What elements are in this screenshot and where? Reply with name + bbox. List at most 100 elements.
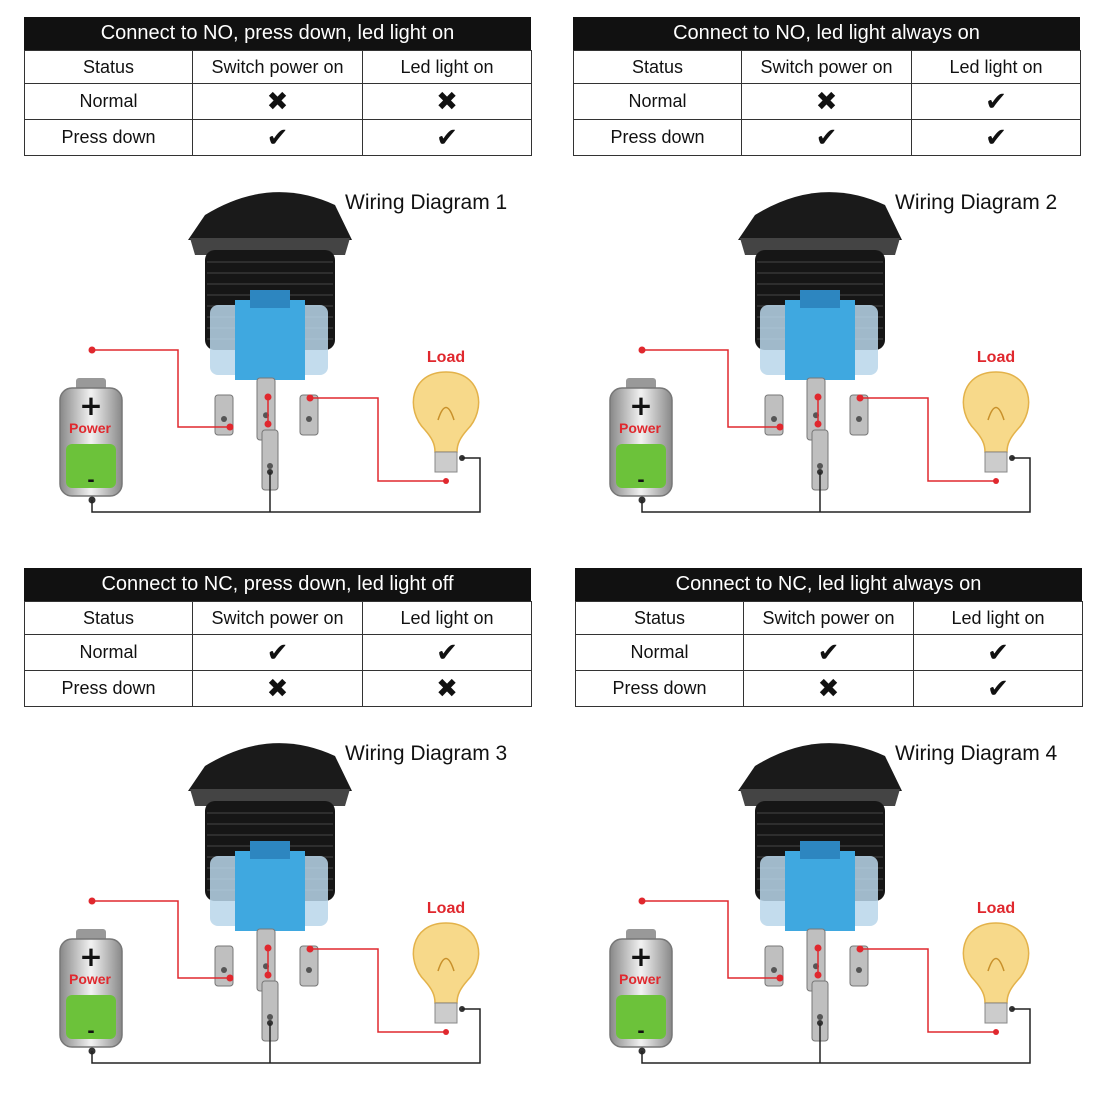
diagram-scene [59, 743, 481, 1064]
cross-icon: ✖ [436, 86, 458, 117]
battery-minus-icon: - [87, 470, 94, 491]
battery-charge [616, 444, 666, 488]
header-status: Status [24, 601, 193, 635]
bulb-filament [437, 406, 455, 421]
cross-icon: ✖ [817, 673, 840, 704]
header-switch-power: Switch power on [192, 601, 363, 635]
row-label: Press down [573, 119, 742, 156]
bulb-filament [987, 406, 1005, 421]
check-icon: ✔ [266, 122, 289, 153]
switch-contact-block [785, 851, 855, 931]
diagram-title: Wiring Diagram 2 [895, 191, 1058, 214]
red-wire [92, 900, 230, 979]
wiring-diagram: Power Load + - [59, 743, 481, 1064]
cross-icon: ✖ [436, 673, 458, 704]
load-label: Load [427, 349, 465, 366]
bulb-glass [962, 922, 1030, 1004]
row-label: Normal [24, 634, 193, 671]
red-wire [310, 948, 446, 1033]
row-label: Press down [575, 670, 744, 707]
load-label: Load [977, 900, 1015, 917]
battery-charge [66, 444, 116, 488]
switch-bezel [188, 743, 352, 791]
red-wire [92, 349, 230, 428]
power-label: Power [69, 971, 112, 987]
battery-cap [626, 378, 656, 390]
row-label: Normal [24, 83, 193, 120]
status-table: Status Switch power on Led light on Norm… [575, 601, 1083, 707]
check-icon: ✔ [436, 637, 458, 668]
switch-contact-block [785, 300, 855, 380]
black-wire [641, 457, 1031, 513]
header-switch-power: Switch power on [743, 601, 914, 635]
bulb-glass [962, 371, 1030, 453]
bulb-base [434, 1002, 458, 1024]
check-icon: ✔ [436, 122, 458, 153]
battery-cap [626, 929, 656, 941]
bulb-glass [412, 371, 480, 453]
switch-bezel [738, 743, 902, 791]
power-label: Power [619, 971, 662, 987]
header-led-light: Led light on [911, 50, 1081, 84]
power-label: Power [619, 420, 662, 436]
battery-plus-icon: + [79, 940, 102, 973]
check-icon: ✔ [985, 86, 1007, 117]
diagram-title: Wiring Diagram 3 [345, 742, 508, 765]
cross-icon: ✖ [266, 86, 289, 117]
red-wire [642, 900, 780, 979]
black-wire [91, 1008, 481, 1064]
diagram-scene [59, 192, 481, 513]
battery-plus-icon: + [629, 389, 652, 422]
row-label: Normal [575, 634, 744, 671]
bulb-glass [412, 922, 480, 1004]
load-label: Load [977, 349, 1015, 366]
row-label: Normal [573, 83, 742, 120]
battery-charge [616, 995, 666, 1039]
table-title: Connect to NO, press down, led light on [24, 17, 531, 50]
row-label: Press down [24, 670, 193, 707]
check-icon: ✔ [987, 673, 1009, 704]
battery-cap [76, 378, 106, 390]
panel-1: Connect to NO, press down, led light on … [0, 0, 550, 550]
red-wire [860, 948, 996, 1033]
switch-contact-block [235, 300, 305, 380]
check-icon: ✔ [817, 637, 840, 668]
panel-2: Connect to NO, led light always on Statu… [550, 0, 1100, 550]
check-icon: ✔ [987, 637, 1009, 668]
red-wire [642, 349, 780, 428]
table-title: Connect to NC, led light always on [575, 568, 1082, 601]
switch-contact-block [235, 851, 305, 931]
header-switch-power: Switch power on [741, 50, 912, 84]
panel-3: Connect to NC, press down, led light off… [0, 550, 550, 1100]
wiring-diagram: Power Load + - [59, 192, 481, 513]
wiring-diagram: Power Load + - [609, 192, 1031, 513]
table-title: Connect to NC, press down, led light off [24, 568, 531, 601]
battery-minus-icon: - [637, 1021, 644, 1042]
check-icon: ✔ [266, 637, 289, 668]
header-led-light: Led light on [362, 601, 532, 635]
switch-bezel [188, 192, 352, 240]
bulb-filament [987, 957, 1005, 972]
cross-icon: ✖ [815, 86, 838, 117]
status-table: Status Switch power on Led light on Norm… [24, 50, 532, 156]
black-wire [641, 1008, 1031, 1064]
table-title: Connect to NO, led light always on [573, 17, 1080, 50]
battery-minus-icon: - [637, 470, 644, 491]
power-label: Power [69, 420, 112, 436]
load-label: Load [427, 900, 465, 917]
header-led-light: Led light on [913, 601, 1083, 635]
bulb-base [434, 451, 458, 473]
red-wire [860, 397, 996, 482]
battery-minus-icon: - [87, 1021, 94, 1042]
black-wire [91, 457, 481, 513]
bulb-filament [437, 957, 455, 972]
header-status: Status [575, 601, 744, 635]
diagram-scene [609, 743, 1031, 1064]
switch-bezel [738, 192, 902, 240]
header-status: Status [573, 50, 742, 84]
diagram-title: Wiring Diagram 1 [345, 191, 508, 214]
wiring-diagram: Power Load + - [609, 743, 1031, 1064]
status-table: Status Switch power on Led light on Norm… [573, 50, 1081, 156]
diagram-scene [609, 192, 1031, 513]
check-icon: ✔ [815, 122, 838, 153]
